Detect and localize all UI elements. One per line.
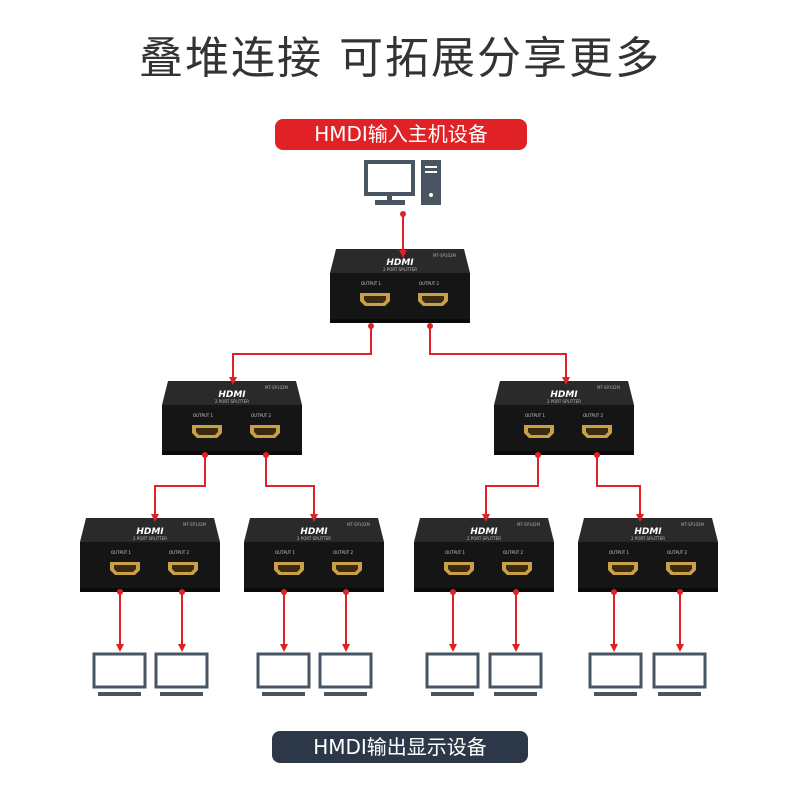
hdmi-port-icon	[608, 562, 638, 575]
hdmi-port-icon	[502, 562, 532, 575]
hdmi-port-icon	[582, 425, 612, 438]
connection-lines	[116, 214, 684, 652]
splitter-box: HDMI MT-SP102M 2 PORT SPLITTER OUTPUT 1 OUTP…	[414, 518, 554, 592]
splitter-brand-label: HDMI	[300, 527, 328, 537]
hdmi-port-icon	[360, 293, 390, 306]
splitter-subtitle-label: 2 PORT SPLITTER	[297, 536, 331, 541]
hdmi-port-icon	[444, 562, 474, 575]
splitter-box: HDMI MT-SP102M 2 PORT SPLITTER OUTPUT 1 OUTP…	[578, 518, 718, 592]
output-port-label: OUTPUT 1	[275, 550, 296, 555]
hdmi-port-icon	[418, 293, 448, 306]
monitor-icon	[154, 652, 209, 696]
splitter-subtitle-label: 2 PORT SPLITTER	[547, 399, 581, 404]
hdmi-port-icon	[332, 562, 362, 575]
output-port-label: OUTPUT 2	[169, 550, 190, 555]
output-port-label: OUTPUT 1	[445, 550, 466, 555]
splitter-brand-label: HDMI	[550, 390, 578, 400]
splitter-brand-label: HDMI	[386, 258, 414, 268]
hdmi-port-icon	[250, 425, 280, 438]
splitter-box: HDMI MT-SP102M 2 PORT SPLITTER OUTPUT 1 OUTP…	[244, 518, 384, 592]
output-port-label: OUTPUT 1	[193, 413, 214, 418]
splitter-brand-label: HDMI	[470, 527, 498, 537]
hdmi-port-icon	[168, 562, 198, 575]
splitter-subtitle-label: 2 PORT SPLITTER	[133, 536, 167, 541]
monitor-icon	[92, 652, 147, 696]
hdmi-port-icon	[524, 425, 554, 438]
page-title: 叠堆连接 可拓展分享更多	[139, 33, 661, 84]
splitter-subtitle-label: 2 PORT SPLITTER	[215, 399, 249, 404]
hdmi-port-icon	[192, 425, 222, 438]
monitor-icon	[256, 652, 311, 696]
monitor-row	[92, 652, 707, 696]
splitter-model-label: MT-SP102M	[517, 522, 541, 527]
splitter-subtitle-label: 2 PORT SPLITTER	[631, 536, 665, 541]
splitter-box: HDMI MT-SP102M 2 PORT SPLITTER OUTPUT 1 OUTP…	[330, 249, 470, 323]
output-port-label: OUTPUT 2	[333, 550, 354, 555]
monitor-icon	[318, 652, 373, 696]
input-device-label: HMDI输入主机设备	[275, 119, 527, 150]
monitor-icon	[588, 652, 643, 696]
hdmi-port-icon	[110, 562, 140, 575]
splitter-model-label: MT-SP102M	[183, 522, 207, 527]
output-port-label: OUTPUT 1	[609, 550, 630, 555]
hdmi-port-icon	[666, 562, 696, 575]
output-port-label: OUTPUT 2	[251, 413, 272, 418]
output-port-label: OUTPUT 2	[667, 550, 688, 555]
splitter-subtitle-label: 2 PORT SPLITTER	[383, 267, 417, 272]
monitor-icon	[425, 652, 480, 696]
splitter-model-label: MT-SP102M	[433, 253, 457, 258]
splitter-model-label: MT-SP102M	[347, 522, 371, 527]
output-port-label: OUTPUT 1	[525, 413, 546, 418]
output-port-label: OUTPUT 1	[361, 281, 382, 286]
desktop-computer-icon	[364, 160, 441, 205]
output-port-label: OUTPUT 2	[503, 550, 524, 555]
output-port-label: OUTPUT 1	[111, 550, 132, 555]
splitter-model-label: MT-SP102M	[681, 522, 705, 527]
monitor-icon	[652, 652, 707, 696]
splitter-subtitle-label: 2 PORT SPLITTER	[467, 536, 501, 541]
splitter-brand-label: HDMI	[218, 390, 246, 400]
splitter-box: HDMI MT-SP102M 2 PORT SPLITTER OUTPUT 1 OUTP…	[494, 381, 634, 455]
hdmi-port-icon	[274, 562, 304, 575]
splitter-brand-label: HDMI	[136, 527, 164, 537]
output-port-label: OUTPUT 2	[583, 413, 604, 418]
splitter-model-label: MT-SP102M	[265, 385, 289, 390]
output-port-label: OUTPUT 2	[419, 281, 440, 286]
splitter-box: HDMI MT-SP102M 2 PORT SPLITTER OUTPUT 1 OUTP…	[162, 381, 302, 455]
connection-dots	[117, 211, 683, 595]
output-device-label: HMDI输出显示设备	[272, 731, 528, 763]
splitter-model-label: MT-SP102M	[597, 385, 621, 390]
monitor-icon	[488, 652, 543, 696]
splitter-brand-label: HDMI	[634, 527, 662, 537]
splitter-box: HDMI MT-SP102M 2 PORT SPLITTER OUTPUT 1 OUTP…	[80, 518, 220, 592]
